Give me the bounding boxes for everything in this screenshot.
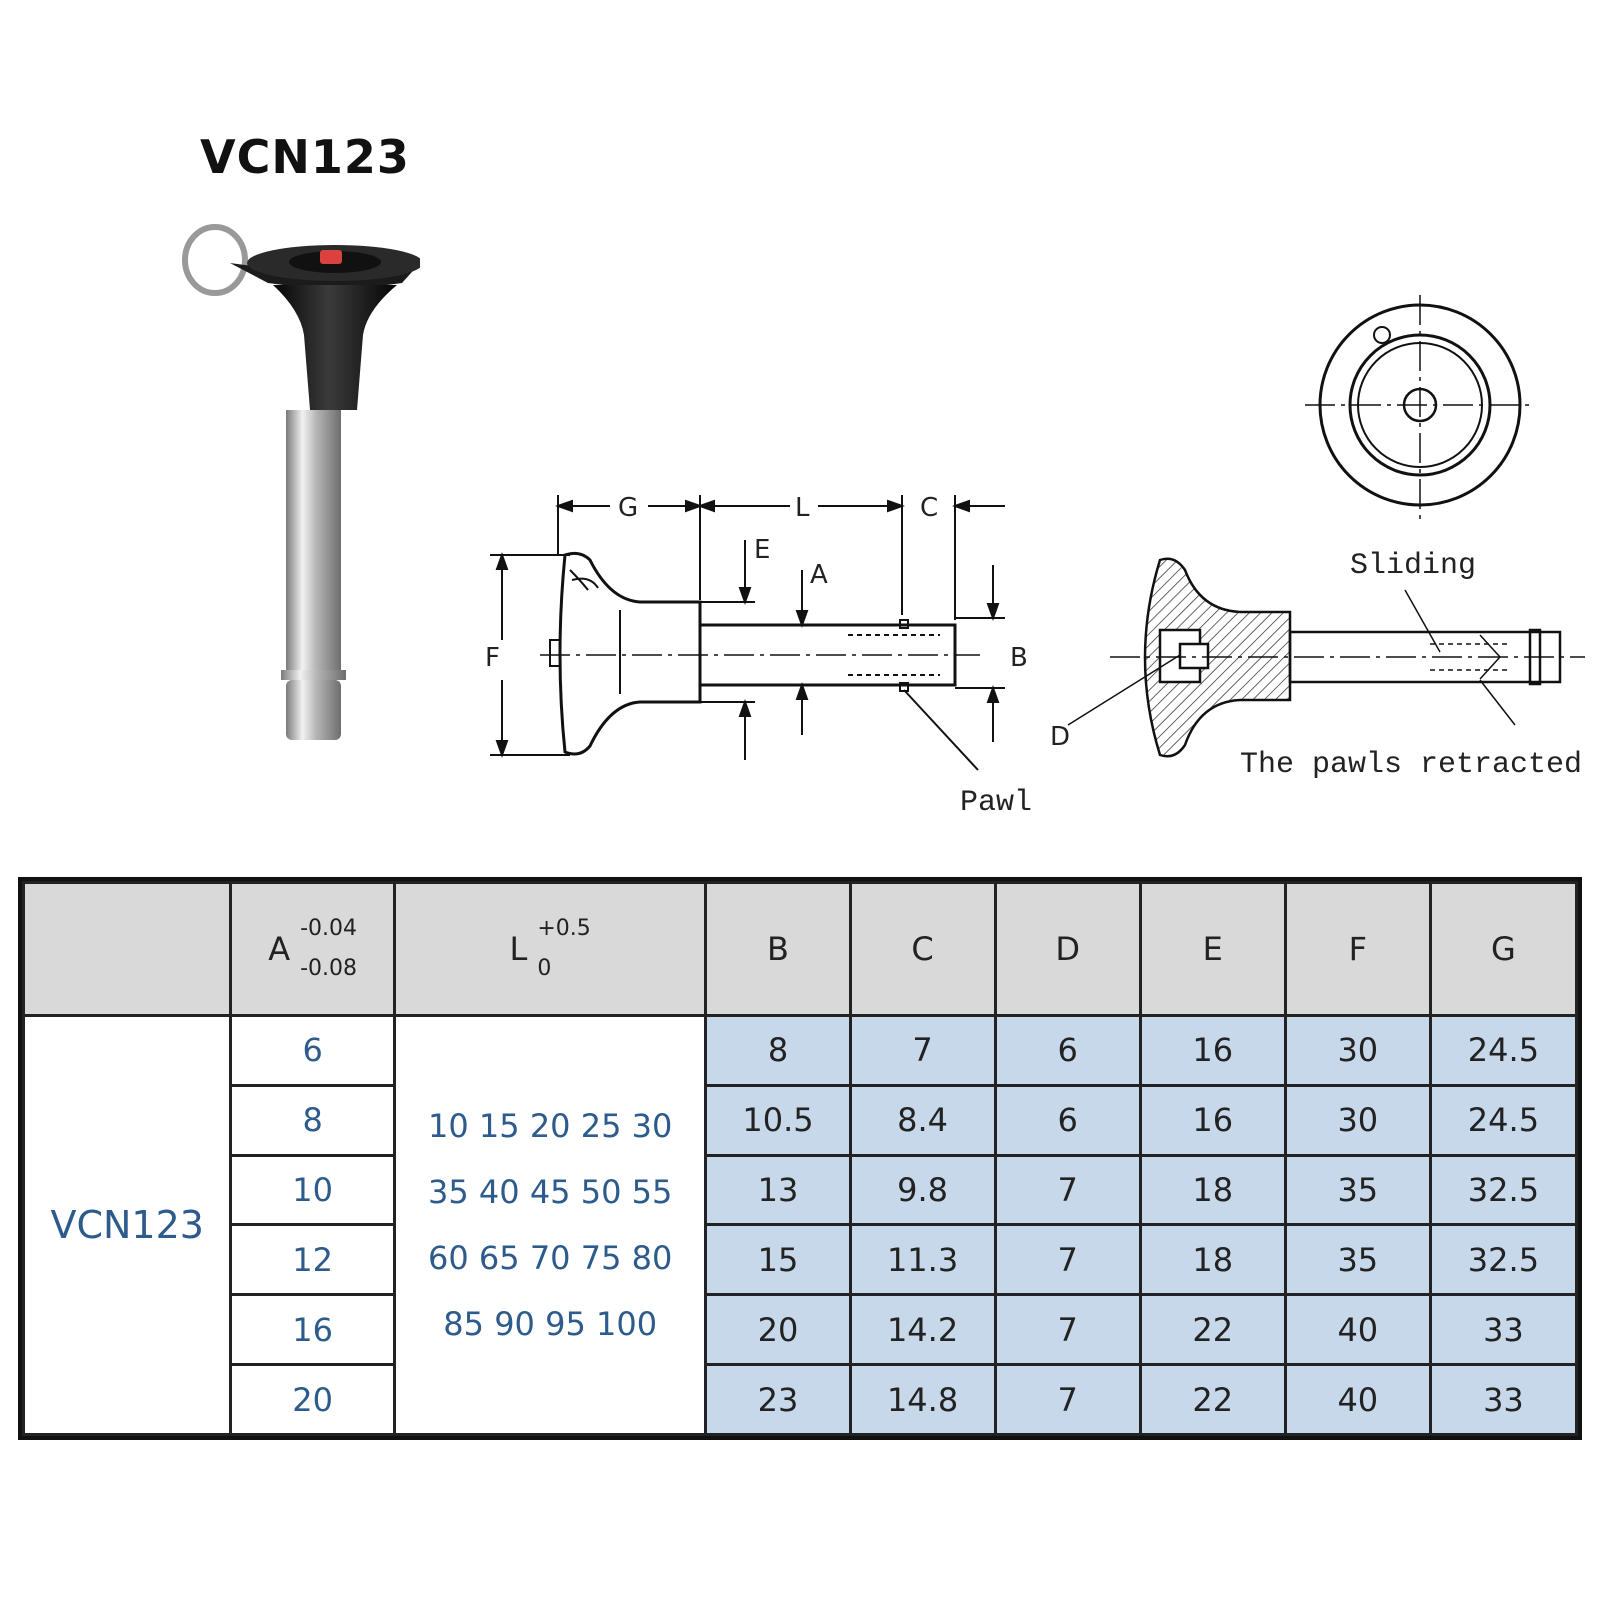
product-title: VCN123 bbox=[200, 130, 410, 184]
product-photo bbox=[182, 224, 420, 740]
header-b: B bbox=[704, 881, 852, 1017]
a-value: 16 bbox=[229, 1293, 396, 1367]
pull-ring bbox=[182, 224, 248, 296]
header-g: G bbox=[1428, 881, 1579, 1017]
c-value: 7 bbox=[848, 1014, 997, 1087]
label-pawls-retracted: The pawls retracted bbox=[1240, 748, 1582, 782]
header-blank bbox=[21, 881, 233, 1017]
header-l-tol-upper: +0.5 bbox=[537, 916, 591, 941]
label-g: G bbox=[618, 493, 638, 523]
l-values-line: 85 90 95 100 bbox=[443, 1305, 658, 1343]
g-value: 24.5 bbox=[1428, 1014, 1579, 1087]
label-pawl: Pawl bbox=[960, 786, 1032, 820]
header-d: D bbox=[993, 881, 1142, 1017]
l-values-line: 60 65 70 75 80 bbox=[428, 1239, 673, 1277]
c-value: 14.2 bbox=[848, 1293, 997, 1367]
section-view-drawing: Sliding D The pawls retracted bbox=[1050, 549, 1585, 782]
header-a-symbol: A bbox=[268, 930, 291, 968]
table-row: 20 23 14.8 7 22 40 33 bbox=[24, 1363, 1579, 1436]
f-value: 40 bbox=[1283, 1363, 1432, 1436]
g-value: 24.5 bbox=[1428, 1083, 1579, 1157]
a-value: 6 bbox=[229, 1014, 396, 1087]
model-cell: VCN123 bbox=[21, 1014, 233, 1436]
f-value: 35 bbox=[1283, 1153, 1432, 1227]
a-value: 10 bbox=[229, 1153, 396, 1227]
header-e: E bbox=[1138, 881, 1287, 1017]
label-c: C bbox=[920, 493, 938, 523]
table-row: 12 15 11.3 7 18 35 32.5 bbox=[24, 1223, 1579, 1297]
label-e: E bbox=[754, 535, 770, 565]
label-l: L bbox=[795, 493, 810, 523]
header-c: C bbox=[848, 881, 997, 1017]
d-value: 7 bbox=[993, 1293, 1142, 1367]
l-values-line: 10 15 20 25 30 bbox=[428, 1107, 673, 1145]
l-values-line: 35 40 45 50 55 bbox=[428, 1173, 673, 1211]
table-row: 16 20 14.2 7 22 40 33 bbox=[24, 1293, 1579, 1367]
a-value: 20 bbox=[229, 1363, 396, 1436]
d-value: 7 bbox=[993, 1223, 1142, 1297]
c-value: 8.4 bbox=[848, 1083, 997, 1157]
top-view-drawing bbox=[1305, 295, 1535, 520]
e-value: 16 bbox=[1138, 1014, 1287, 1087]
g-value: 32.5 bbox=[1428, 1223, 1579, 1297]
spec-table: A -0.04 -0.08 L +0.5 0 B C D bbox=[18, 877, 1582, 1440]
pin-shaft bbox=[286, 410, 341, 670]
e-value: 18 bbox=[1138, 1153, 1287, 1227]
label-sliding: Sliding bbox=[1350, 549, 1476, 583]
knob-handle bbox=[273, 285, 397, 410]
c-value: 9.8 bbox=[848, 1153, 997, 1227]
label-f: F bbox=[485, 643, 500, 673]
f-value: 30 bbox=[1283, 1083, 1432, 1157]
d-value: 7 bbox=[993, 1363, 1142, 1436]
header-a-tol-upper: -0.04 bbox=[300, 916, 358, 941]
push-button-icon bbox=[320, 250, 342, 264]
header-f: F bbox=[1283, 881, 1432, 1017]
g-value: 32.5 bbox=[1428, 1153, 1579, 1227]
g-value: 33 bbox=[1428, 1363, 1579, 1436]
c-value: 11.3 bbox=[848, 1223, 997, 1297]
table-row: 10 13 9.8 7 18 35 32.5 bbox=[24, 1153, 1579, 1227]
d-value: 6 bbox=[993, 1083, 1142, 1157]
f-value: 30 bbox=[1283, 1014, 1432, 1087]
f-value: 40 bbox=[1283, 1293, 1432, 1367]
b-value: 13 bbox=[704, 1153, 852, 1227]
label-b: B bbox=[1010, 643, 1028, 673]
c-value: 14.8 bbox=[848, 1363, 997, 1436]
header-a-tol-lower: -0.08 bbox=[300, 956, 358, 981]
header-l: L +0.5 0 bbox=[392, 881, 708, 1017]
b-value: 15 bbox=[704, 1223, 852, 1297]
table-row: 8 10.5 8.4 6 16 30 24.5 bbox=[24, 1083, 1579, 1157]
e-value: 22 bbox=[1138, 1363, 1287, 1436]
e-value: 22 bbox=[1138, 1293, 1287, 1367]
a-value: 8 bbox=[229, 1083, 396, 1157]
e-value: 16 bbox=[1138, 1083, 1287, 1157]
label-d: D bbox=[1050, 722, 1070, 752]
f-value: 35 bbox=[1283, 1223, 1432, 1297]
b-value: 23 bbox=[704, 1363, 852, 1436]
table-row: VCN123 6 10 15 20 25 30 35 40 45 50 55 6… bbox=[21, 1014, 1579, 1436]
l-values-cell: 10 15 20 25 30 35 40 45 50 55 60 65 70 7… bbox=[392, 1014, 708, 1436]
b-value: 8 bbox=[704, 1014, 852, 1087]
header-a: A -0.04 -0.08 bbox=[229, 881, 396, 1017]
header-row: A -0.04 -0.08 L +0.5 0 B C D bbox=[21, 881, 1579, 1017]
e-value: 18 bbox=[1138, 1223, 1287, 1297]
header-l-tol-lower: 0 bbox=[537, 956, 552, 981]
g-value: 33 bbox=[1428, 1293, 1579, 1367]
d-value: 6 bbox=[993, 1014, 1142, 1087]
d-value: 7 bbox=[993, 1153, 1142, 1227]
side-view-drawing: G L C E A F B Pawl bbox=[485, 493, 1032, 820]
header-l-symbol: L bbox=[509, 930, 528, 968]
a-value: 12 bbox=[229, 1223, 396, 1297]
label-a: A bbox=[810, 560, 828, 590]
b-value: 10.5 bbox=[704, 1083, 852, 1157]
b-value: 20 bbox=[704, 1293, 852, 1367]
